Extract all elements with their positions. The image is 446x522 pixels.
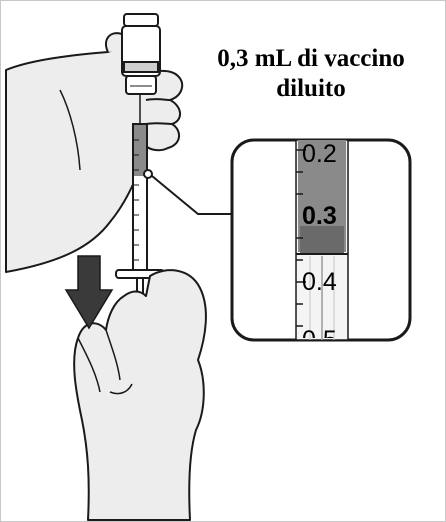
scale-tick-0-5: 0.5 — [302, 326, 337, 338]
instruction-title: 0,3 mL di vaccino diluito — [186, 44, 436, 104]
scale-tick-0-4: 0.4 — [302, 268, 337, 297]
title-line-1: 0,3 mL di vaccino — [186, 44, 436, 74]
scale-tick-0-3: 0.3 — [302, 202, 337, 231]
magnifier — [232, 140, 410, 340]
title-line-2: diluito — [186, 74, 436, 104]
vial-icon — [122, 14, 160, 94]
scale-tick-0-2: 0.2 — [302, 140, 337, 169]
down-arrow-icon — [66, 256, 112, 328]
